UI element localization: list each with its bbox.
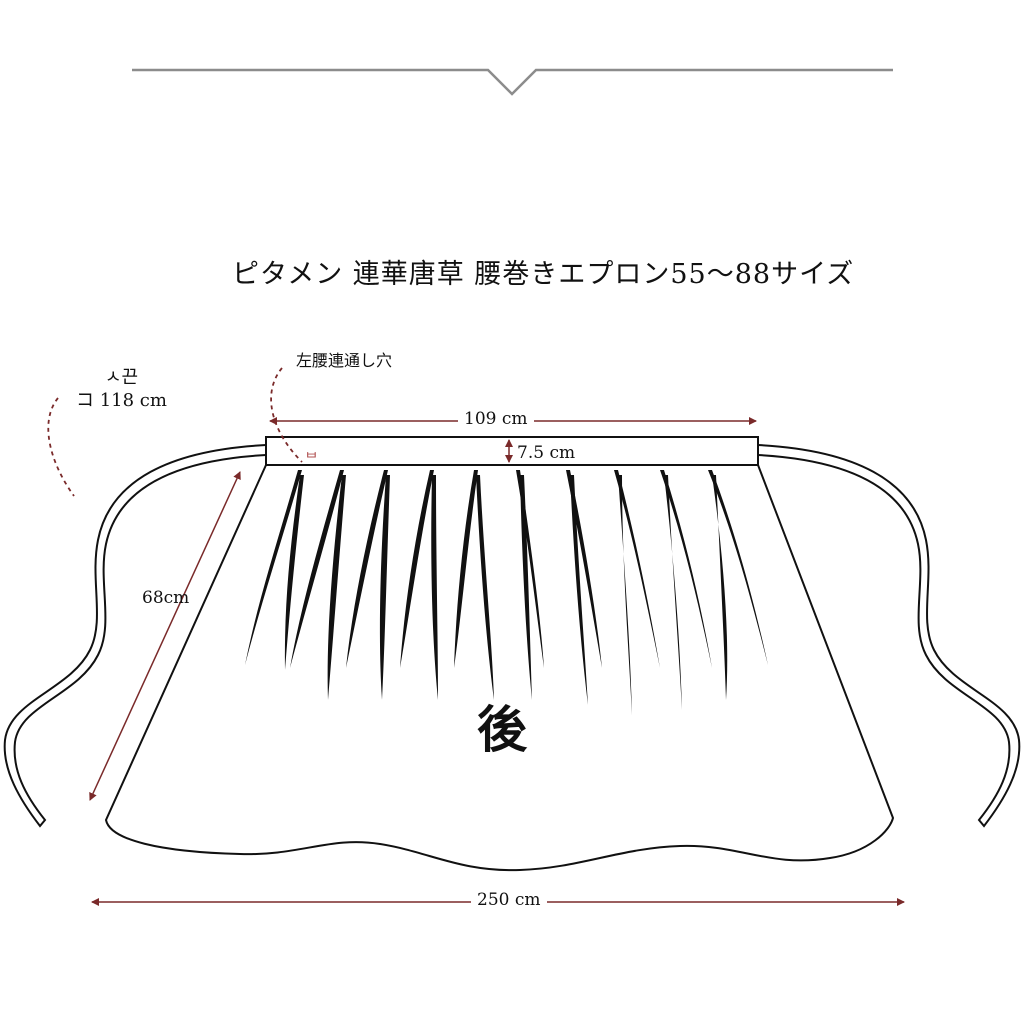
right-tie-string [757,444,1021,828]
apron-body [104,464,895,872]
waistband [265,436,759,466]
pleat-12 [520,475,532,700]
pleat-3 [290,470,344,668]
pleat-20 [712,475,728,700]
total-width-label: 250 cm [471,890,547,910]
tie-string-label: ㅅ끈 コ 118 cm [76,366,167,412]
length-label: 68cm [142,588,190,608]
pleat-2 [284,475,304,670]
pleat-4 [327,475,346,700]
length-arrow [89,471,241,801]
pleat-1 [245,470,302,665]
page-title: ピタメン 連華唐草 腰巻きエプロン55〜88サイズ [232,259,855,290]
tie-string-label-line1: ㅅ끈 [104,367,139,388]
hole-label: 左腰連通し穴 [296,351,393,370]
band-height-label: 7.5 cm [517,443,576,463]
pleat-6 [379,475,390,700]
back-label: 後 [477,700,527,759]
top-divider [132,68,893,96]
pleat-lines [245,470,768,715]
waist-width-label: 109 cm [458,409,534,429]
pleat-9 [454,470,478,668]
hole-marker: ᄇ [305,451,318,467]
pleat-14 [570,475,588,705]
tie-pointer [47,397,75,497]
pleat-10 [476,475,494,700]
tie-string-label-line2: コ 118 cm [76,390,167,411]
hole-pointer [270,367,303,463]
pleat-8 [431,475,438,700]
